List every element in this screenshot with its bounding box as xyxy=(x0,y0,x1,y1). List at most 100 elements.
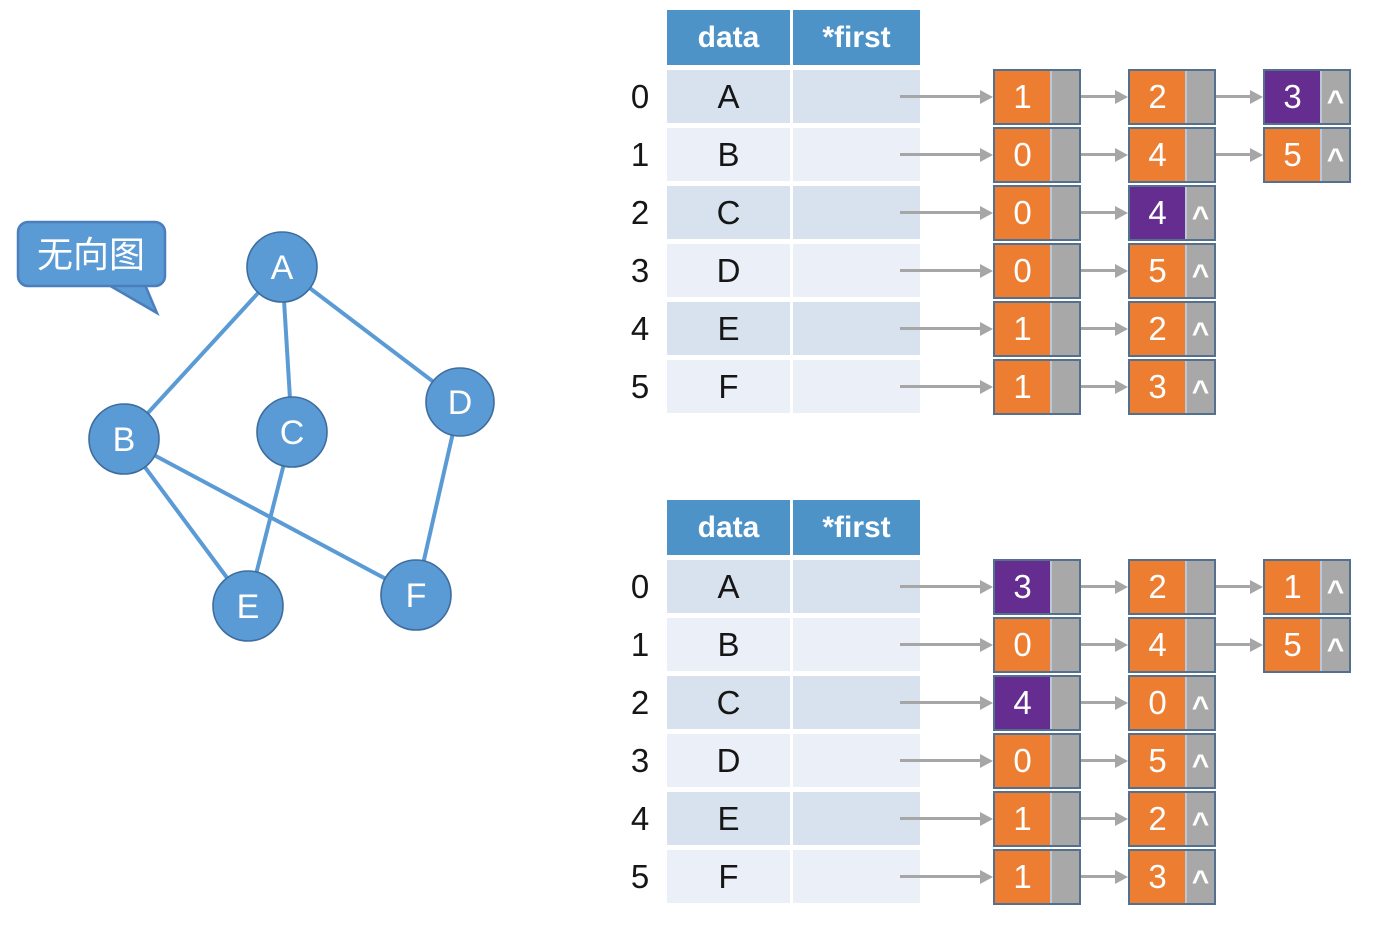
node-value: 4 xyxy=(995,676,1050,729)
arrow-head xyxy=(980,205,993,220)
vertex-data-cell: A xyxy=(667,70,790,123)
node-value: 2 xyxy=(1130,70,1185,123)
arrow-shaft xyxy=(1081,585,1115,588)
node-pointer-section: ^ xyxy=(1185,302,1214,355)
arrow-shaft xyxy=(900,643,980,646)
vertex-data-cell: D xyxy=(667,244,790,297)
first-pointer-cell xyxy=(793,734,920,787)
arrow-shaft xyxy=(1081,269,1115,272)
arrow-shaft xyxy=(1081,875,1115,878)
node-value: 1 xyxy=(1265,560,1320,613)
list-node: 0^ xyxy=(1128,674,1216,731)
arrow-shaft xyxy=(900,385,980,388)
vertex-data-cell: E xyxy=(667,302,790,355)
graph-node-circle xyxy=(246,231,318,303)
pointer-arrow-icon xyxy=(1081,301,1128,357)
list-node: 3 xyxy=(993,558,1081,615)
first-pointer-cell xyxy=(793,128,920,181)
arrow-shaft xyxy=(1216,585,1250,588)
arrow-shaft xyxy=(1081,327,1115,330)
vertex-data-cell: C xyxy=(667,186,790,239)
vertex-data-cell: B xyxy=(667,128,790,181)
arrow-shaft xyxy=(1081,701,1115,704)
node-value: 0 xyxy=(995,128,1050,181)
row-index: 4 xyxy=(630,799,650,837)
graph-node-label: D xyxy=(448,384,473,422)
graph-edge-AD xyxy=(280,265,462,404)
arrow-head xyxy=(1115,579,1128,594)
node-pointer-section xyxy=(1050,792,1079,845)
row-index: 4 xyxy=(630,309,650,347)
arrow-shaft xyxy=(1216,95,1250,98)
node-pointer-section xyxy=(1050,70,1079,123)
arrow-shaft xyxy=(1081,643,1115,646)
null-caret-icon: ^ xyxy=(1326,142,1345,176)
node-pointer-section: ^ xyxy=(1185,360,1214,413)
node-pointer-section xyxy=(1185,70,1214,123)
arrow-head xyxy=(1115,379,1128,394)
table-header-row: data*first xyxy=(667,500,1351,555)
pointer-arrow-icon xyxy=(900,243,993,299)
first-pointer-cell xyxy=(793,618,920,671)
arrow-head xyxy=(1250,579,1263,594)
null-caret-icon: ^ xyxy=(1191,748,1210,782)
pointer-arrow-icon xyxy=(1081,675,1128,731)
header-cell-first: *first xyxy=(793,10,920,65)
node-value: 3 xyxy=(1265,70,1320,123)
graph-node-label: B xyxy=(113,421,136,459)
list-node: 5^ xyxy=(1263,126,1351,183)
node-value: 2 xyxy=(1130,302,1185,355)
pointer-arrow-icon xyxy=(900,185,993,241)
arrow-shaft xyxy=(900,327,980,330)
null-caret-icon: ^ xyxy=(1191,374,1210,408)
node-pointer-section xyxy=(1050,560,1079,613)
first-pointer-cell xyxy=(793,792,920,845)
node-value: 2 xyxy=(1130,560,1185,613)
node-value: 2 xyxy=(1130,792,1185,845)
node-value: 4 xyxy=(1130,186,1185,239)
arrow-shaft xyxy=(1081,95,1115,98)
node-value: 1 xyxy=(995,302,1050,355)
pointer-arrow-icon xyxy=(1081,791,1128,847)
vertex-data-cell: F xyxy=(667,850,790,903)
node-pointer-section: ^ xyxy=(1185,792,1214,845)
null-caret-icon: ^ xyxy=(1191,806,1210,840)
arrow-head xyxy=(1115,205,1128,220)
pointer-arrow-icon xyxy=(1081,617,1128,673)
arrow-shaft xyxy=(900,875,980,878)
graph-node-circle xyxy=(380,559,452,631)
arrow-head xyxy=(980,147,993,162)
pointer-arrow-icon xyxy=(900,559,993,615)
list-node: 1^ xyxy=(1263,558,1351,615)
list-node: 2^ xyxy=(1128,790,1216,847)
pointer-arrow-icon xyxy=(900,791,993,847)
arrow-shaft xyxy=(1081,759,1115,762)
node-pointer-section xyxy=(1050,360,1079,413)
vertex-data-cell: E xyxy=(667,792,790,845)
arrow-shaft xyxy=(900,269,980,272)
node-value: 1 xyxy=(995,360,1050,413)
pointer-arrow-icon xyxy=(900,617,993,673)
node-pointer-section xyxy=(1185,560,1214,613)
graph-node-circle xyxy=(425,367,495,437)
node-value: 3 xyxy=(995,560,1050,613)
pointer-arrow-icon xyxy=(1081,733,1128,789)
node-value: 4 xyxy=(1130,128,1185,181)
arrow-head xyxy=(1115,147,1128,162)
arrow-shaft xyxy=(1216,153,1250,156)
pointer-arrow-icon xyxy=(1081,185,1128,241)
node-pointer-section xyxy=(1050,186,1079,239)
pointer-arrow-icon xyxy=(1081,559,1128,615)
arrow-head xyxy=(980,89,993,104)
graph-node-C: C xyxy=(256,396,328,468)
row-index: 2 xyxy=(630,683,650,721)
arrow-head xyxy=(1115,89,1128,104)
first-pointer-cell xyxy=(793,676,920,729)
node-pointer-section xyxy=(1050,850,1079,903)
arrow-head xyxy=(1115,811,1128,826)
graph-node-label: A xyxy=(271,249,294,287)
node-value: 3 xyxy=(1130,360,1185,413)
